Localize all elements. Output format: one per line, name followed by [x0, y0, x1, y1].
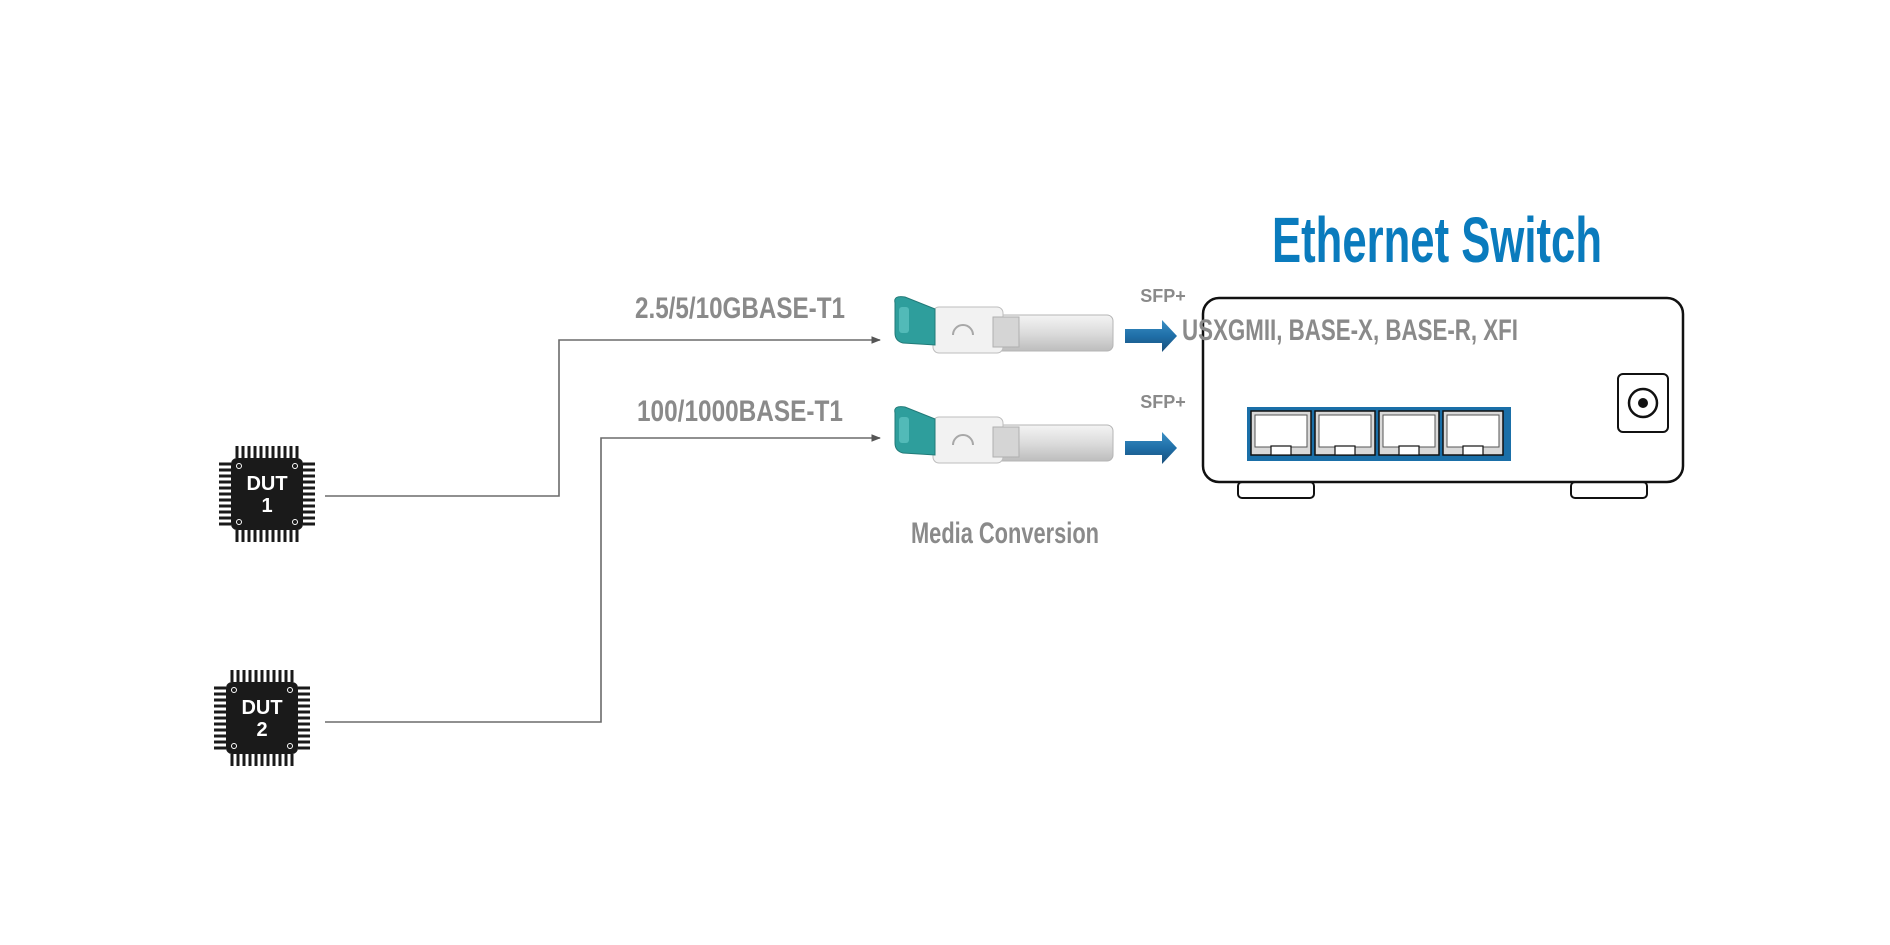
chip-pins — [214, 670, 310, 766]
chip-dot — [236, 519, 242, 525]
sfp-tab-highlight — [899, 417, 909, 443]
chip-dot — [292, 519, 298, 525]
top-link-label: 2.5/5/10GBASE-T1 — [635, 292, 845, 325]
sfp-clip — [992, 426, 1020, 458]
chip-dot — [231, 743, 237, 749]
switch-title: Ethernet Switch — [1272, 204, 1602, 276]
switch-port-block — [1247, 407, 1511, 461]
power-jack-icon — [1617, 373, 1669, 433]
sfp-latch-loop — [952, 324, 974, 336]
chip-body — [226, 682, 298, 754]
chip-dot — [292, 463, 298, 469]
rj45-port — [1442, 410, 1504, 456]
chip-dot — [236, 463, 242, 469]
dut2-chip: DUT 2 — [214, 670, 310, 766]
dut1-link-line — [325, 336, 881, 497]
switch-foot-right — [1570, 481, 1648, 499]
bottom-link-label: 100/1000BASE-T1 — [637, 395, 843, 428]
sfp-latch-loop — [952, 434, 974, 446]
sfp-module-bottom — [894, 406, 1114, 464]
sfp-bottom-label: SFP+ — [1140, 392, 1186, 412]
dut2-line2: 2 — [256, 719, 267, 741]
arrow-right-icon — [1125, 320, 1177, 352]
chip-pins — [219, 446, 315, 542]
arrow-right-icon — [1125, 432, 1177, 464]
rj45-port — [1314, 410, 1376, 456]
chip-body — [231, 458, 303, 530]
dut1-chip: DUT 1 — [219, 446, 315, 542]
connection-lines — [325, 336, 881, 723]
chip-dot — [287, 743, 293, 749]
sfp-module-top — [894, 296, 1114, 354]
chip-dot — [287, 687, 293, 693]
switch-interfaces-label: USXGMII, BASE-X, BASE-R, XFI — [1182, 314, 1518, 347]
rj45-port — [1378, 410, 1440, 456]
sfp-top-label: SFP+ — [1140, 286, 1186, 306]
switch-foot-left — [1237, 481, 1315, 499]
dut2-line1: DUT — [241, 697, 282, 719]
sfp-tab-highlight — [899, 307, 909, 333]
dut1-line1: DUT — [246, 473, 287, 495]
dut2-link-line — [325, 434, 881, 723]
ethernet-switch: USXGMII, BASE-X, BASE-R, XFI — [1182, 296, 1685, 499]
switch-ports — [1250, 410, 1504, 456]
sfp-clip — [992, 316, 1020, 348]
media-conversion-label: Media Conversion — [911, 517, 1099, 550]
chip-dot — [231, 687, 237, 693]
dut1-line2: 1 — [261, 495, 272, 517]
rj45-port — [1250, 410, 1312, 456]
